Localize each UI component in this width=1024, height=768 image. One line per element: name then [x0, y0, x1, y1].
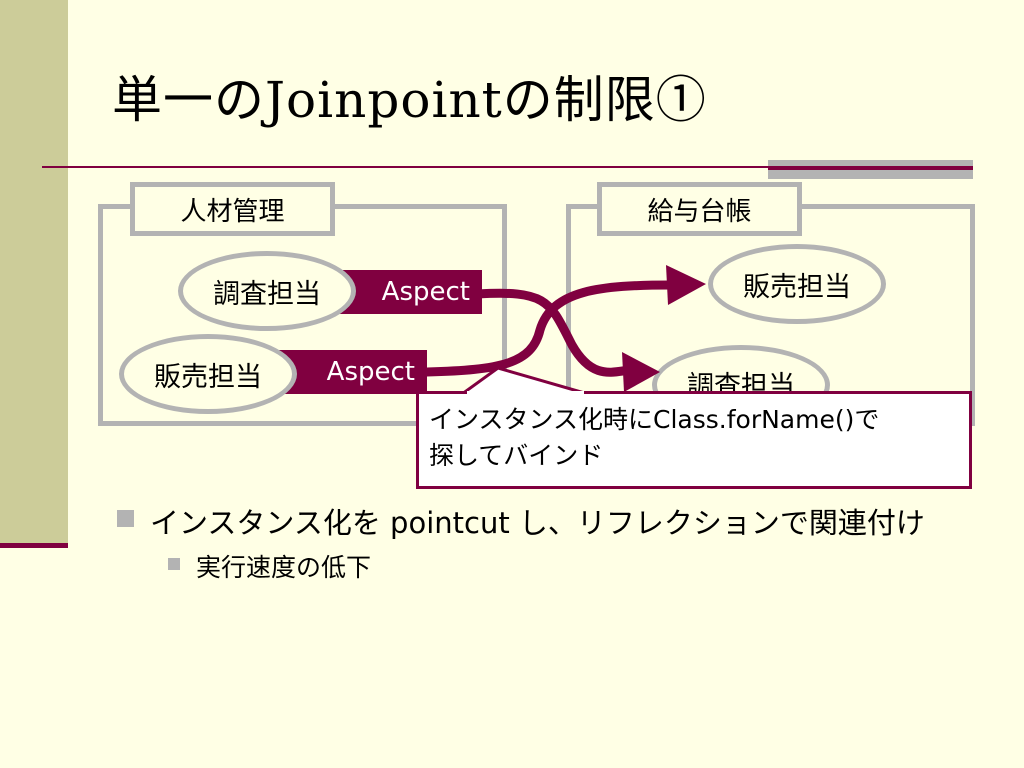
slide-title: 単一のJoinpointの制限① — [112, 60, 707, 132]
arrow-sales-head — [666, 265, 706, 305]
aspect-tag-sales: Aspect — [275, 350, 427, 394]
bullet-marker-2 — [168, 558, 180, 570]
bullet-marker-1 — [117, 510, 134, 527]
title-underline — [42, 166, 972, 168]
component-sales-left: 販売担当 — [119, 334, 297, 414]
component-survey-left: 調査担当 — [178, 251, 356, 331]
component-sales-right: 販売担当 — [708, 244, 886, 324]
title-accent-line — [768, 166, 973, 170]
callout-line-1: インスタンス化時にClass.forName()で — [429, 405, 880, 434]
right-group-label: 給与台帳 — [597, 182, 802, 236]
left-decorative-band — [0, 0, 68, 548]
bullet-text-1: インスタンス化を pointcut し、リフレクションで関連付け — [150, 506, 925, 540]
left-band-accent-line — [0, 543, 68, 548]
bullet-text-2: 実行速度の低下 — [196, 553, 372, 582]
arrow-survey-head — [622, 352, 660, 392]
title-prefix: 単一の — [112, 71, 265, 129]
arrow-sales-path — [422, 280, 677, 377]
left-group-label: 人材管理 — [130, 182, 335, 236]
title-suffix: の制限① — [502, 71, 707, 129]
arrow-survey-path — [473, 288, 635, 377]
callout-box: インスタンス化時にClass.forName()で 探してバインド — [416, 391, 972, 489]
callout-line-2: 探してバインド — [429, 441, 604, 470]
title-latin: Joinpoint — [265, 71, 503, 129]
